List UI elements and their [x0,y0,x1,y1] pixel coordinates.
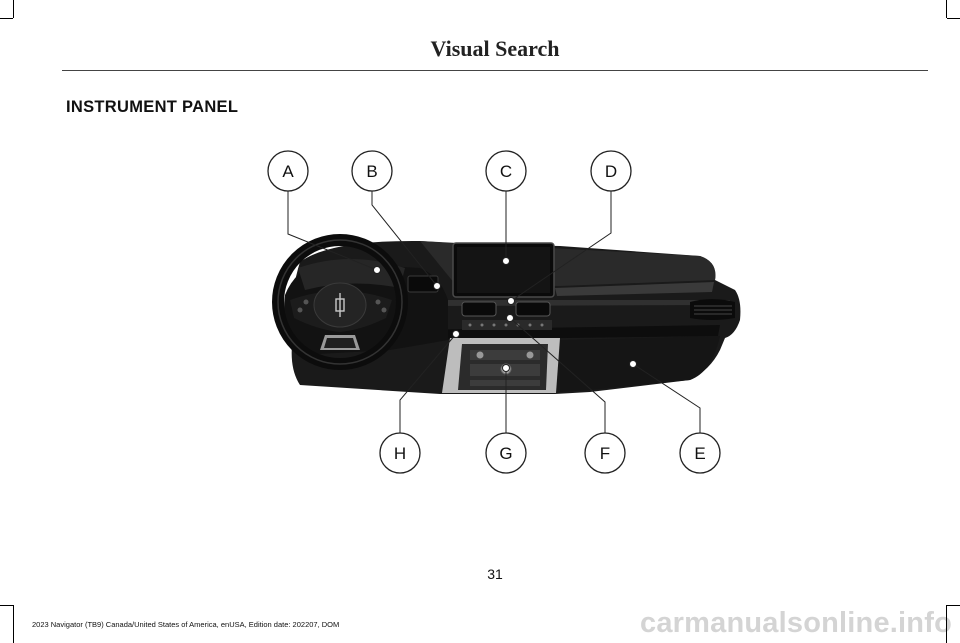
crop-mark-bottom-right-h [947,605,960,606]
crop-mark-bottom-right-v [946,605,947,643]
callout-label-b: B [366,162,377,181]
callout-label-h: H [394,444,406,463]
crop-mark-top-left-v [13,0,14,18]
callout-label-c: C [500,162,512,181]
callout-label-f: F [600,444,610,463]
page-number: 31 [0,566,960,582]
footer-edition-text: 2023 Navigator (TB9) Canada/United State… [32,620,339,629]
callout-label-a: A [282,162,294,181]
callout-label-d: D [605,162,617,181]
crop-mark-top-right-v [946,0,947,18]
crop-mark-top-right-h [947,18,960,19]
callout-label-g: G [499,444,512,463]
watermark: carmanualsonline.info [640,607,952,640]
crop-mark-bottom-left-v [13,605,14,643]
callout-label-e: E [694,444,705,463]
crop-mark-top-left-h [0,18,13,19]
crop-mark-bottom-left-h [0,605,13,606]
